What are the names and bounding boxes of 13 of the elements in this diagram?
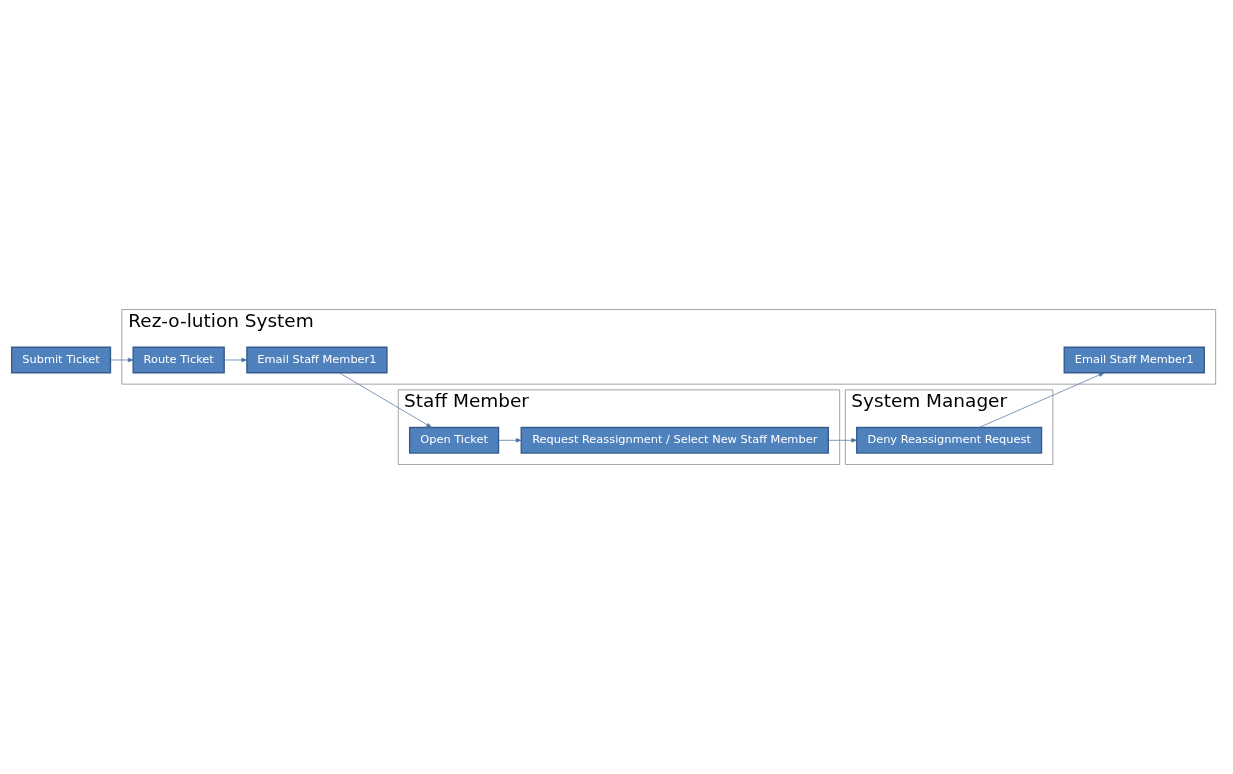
node-box: Deny Reassignment Request xyxy=(856,426,1043,454)
arrow xyxy=(978,372,1105,428)
node-box: Email Staff Member1 xyxy=(246,346,388,374)
arrow xyxy=(110,357,134,363)
arrow xyxy=(223,357,248,363)
node-box: Email Staff Member1 xyxy=(1063,346,1205,374)
arrow xyxy=(827,438,857,443)
node-box: Route Ticket xyxy=(132,346,225,374)
arrow xyxy=(339,372,432,428)
node-box: Open Ticket xyxy=(408,426,500,454)
node-box: Request Reassignment / Select New Staff Member xyxy=(520,426,829,454)
node-box: Submit Ticket xyxy=(10,346,112,374)
arrow xyxy=(498,438,522,443)
